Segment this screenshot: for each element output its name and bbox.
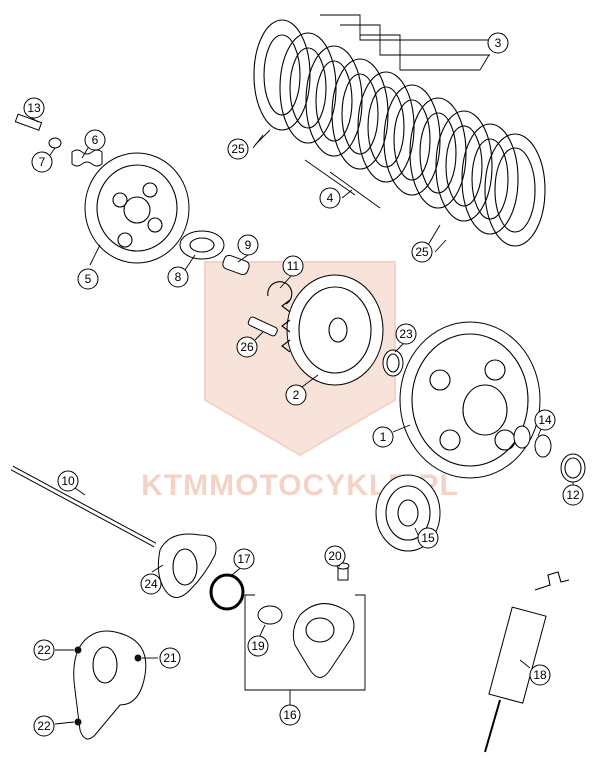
callout-25-bottom: 25 <box>411 241 433 263</box>
bleeding-syringe <box>484 571 570 753</box>
callout-22-bottom: 22 <box>33 715 55 737</box>
push-rod <box>10 465 157 548</box>
clutch-cover <box>73 630 147 740</box>
callout-7-label: 7 <box>39 155 46 169</box>
callout-4: 4 <box>319 187 341 209</box>
gasket <box>157 533 217 598</box>
callout-19-label: 19 <box>251 639 265 653</box>
callout-16: 16 <box>279 704 301 726</box>
callout-10-label: 10 <box>61 474 75 488</box>
callout-21: 21 <box>159 647 181 669</box>
callout-15: 15 <box>417 527 439 549</box>
inner-clutch-hub <box>281 274 384 386</box>
needle-bearings <box>513 425 552 458</box>
callout-22-top-label: 22 <box>37 643 51 657</box>
callout-20-label: 20 <box>328 549 342 563</box>
callout-6: 6 <box>84 129 106 151</box>
callout-8: 8 <box>167 266 189 288</box>
callout-1-label: 1 <box>380 430 387 444</box>
callout-10: 10 <box>57 470 79 492</box>
callout-17: 17 <box>233 548 255 570</box>
callout-13: 13 <box>23 97 45 119</box>
outer-washer <box>560 453 586 483</box>
callout-4-label: 4 <box>327 191 334 205</box>
callout-6-label: 6 <box>92 133 99 147</box>
callout-26: 26 <box>236 336 258 358</box>
callout-11: 11 <box>282 255 304 277</box>
slave-cylinder-box <box>244 594 366 705</box>
callout-8-label: 8 <box>175 270 182 284</box>
callout-5-label: 5 <box>85 272 92 286</box>
callout-12: 12 <box>562 484 584 506</box>
callout-12-label: 12 <box>566 488 580 502</box>
callout-21-label: 21 <box>163 651 177 665</box>
spring-bolt-washer <box>14 113 103 167</box>
leader-lines <box>26 54 574 725</box>
callout-25-top-label: 25 <box>231 142 245 156</box>
callout-24: 24 <box>140 573 162 595</box>
callout-23: 23 <box>395 323 417 345</box>
callout-16-label: 16 <box>283 708 297 722</box>
callout-25-bottom-label: 25 <box>415 245 429 259</box>
callout-2-label: 2 <box>293 388 300 402</box>
callout-20: 20 <box>324 545 346 567</box>
callout-17-label: 17 <box>237 552 251 566</box>
callout-18: 18 <box>529 664 551 686</box>
callout-14: 14 <box>534 409 556 431</box>
callout-26-label: 26 <box>240 340 254 354</box>
callout-2: 2 <box>285 384 307 406</box>
callout-22-bottom-label: 22 <box>37 719 51 733</box>
callout-22-top: 22 <box>33 639 55 661</box>
callout-18-label: 18 <box>533 668 547 682</box>
callout-19: 19 <box>247 635 269 657</box>
callout-14-label: 14 <box>538 413 552 427</box>
clutch-plate-stack <box>253 14 546 251</box>
callout-13-label: 13 <box>27 101 41 115</box>
callout-9-label: 9 <box>245 238 252 252</box>
callout-23-label: 23 <box>399 327 413 341</box>
callout-24-label: 24 <box>144 577 158 591</box>
callout-9: 9 <box>237 234 259 256</box>
bearing <box>179 230 225 260</box>
callout-5: 5 <box>77 268 99 290</box>
clutch-basket-gear <box>399 321 541 479</box>
callout-3-label: 3 <box>495 36 502 50</box>
o-ring <box>209 573 245 611</box>
callout-15-label: 15 <box>421 531 435 545</box>
callout-3: 3 <box>487 32 509 54</box>
callout-25-top: 25 <box>227 138 249 160</box>
thrust-washer <box>382 349 404 377</box>
callout-7: 7 <box>31 151 53 173</box>
callout-1: 1 <box>372 426 394 448</box>
pressure-plate <box>84 152 190 264</box>
callout-11-label: 11 <box>287 259 300 273</box>
